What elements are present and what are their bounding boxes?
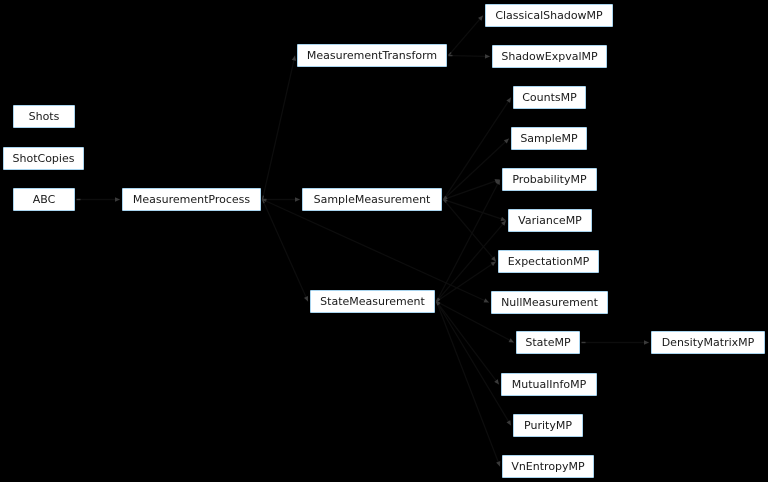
class-node-SampleMP[interactable]: SampleMP bbox=[511, 127, 587, 150]
inheritance-edge bbox=[448, 15, 484, 56]
inheritance-edge bbox=[435, 301, 501, 467]
inheritance-edge bbox=[261, 199, 309, 302]
class-node-ShadowExpvalMP[interactable]: ShadowExpvalMP bbox=[492, 45, 607, 68]
inheritance-edge bbox=[291, 55, 297, 61]
class-node-NullMeasurement[interactable]: NullMeasurement bbox=[491, 291, 608, 314]
class-node-VarianceMP[interactable]: VarianceMP bbox=[508, 209, 592, 232]
inheritance-edge bbox=[448, 54, 491, 58]
inheritance-edge bbox=[436, 301, 500, 385]
inheritance-edge bbox=[490, 261, 496, 267]
inheritance-edge bbox=[303, 296, 308, 302]
class-node-ClassicalShadowMP[interactable]: ClassicalShadowMP bbox=[485, 4, 613, 27]
class-node-CountsMP[interactable]: CountsMP bbox=[513, 86, 586, 109]
inheritance-edge bbox=[435, 179, 501, 302]
class-node-StateMP[interactable]: StateMP bbox=[516, 331, 580, 354]
inheritance-edge bbox=[435, 301, 439, 306]
inheritance-edge bbox=[261, 55, 296, 200]
class-node-ShotCopies[interactable]: ShotCopies bbox=[3, 147, 84, 170]
inheritance-edge bbox=[443, 178, 501, 201]
inheritance-edge bbox=[494, 179, 500, 184]
class-node-PurityMP[interactable]: PurityMP bbox=[513, 414, 583, 437]
inheritance-edge bbox=[436, 300, 515, 344]
inheritance-edge bbox=[500, 216, 506, 221]
inheritance-edge bbox=[436, 261, 497, 302]
class-node-ProbabilityMP[interactable]: ProbabilityMP bbox=[502, 168, 597, 191]
inheritance-edge bbox=[443, 198, 507, 222]
class-node-ABC[interactable]: ABC bbox=[13, 188, 75, 211]
class-node-VnEntropyMP[interactable]: VnEntropyMP bbox=[502, 455, 594, 478]
inheritance-edge bbox=[496, 461, 501, 467]
inheritance-edge bbox=[443, 138, 510, 200]
inheritance-edge bbox=[503, 138, 509, 144]
inheritance-edge bbox=[115, 197, 120, 202]
class-node-MeasurementProcess[interactable]: MeasurementProcess bbox=[122, 188, 261, 211]
inheritance-edge bbox=[262, 198, 490, 304]
inheritance-edge bbox=[262, 198, 267, 202]
class-node-SampleMeasurement[interactable]: SampleMeasurement bbox=[302, 188, 442, 211]
inheritance-edge bbox=[435, 301, 512, 426]
inheritance-edge bbox=[436, 220, 507, 302]
inheritance-edge bbox=[508, 338, 514, 343]
class-node-DensityMatrixMP[interactable]: DensityMatrixMP bbox=[651, 331, 765, 354]
class-node-Shots[interactable]: Shots bbox=[13, 105, 75, 128]
class-node-StateMeasurement[interactable]: StateMeasurement bbox=[310, 290, 435, 313]
inheritance-edge bbox=[491, 256, 496, 262]
inheritance-edge bbox=[442, 97, 512, 200]
inheritance-edge bbox=[484, 54, 490, 59]
class-node-MeasurementTransform[interactable]: MeasurementTransform bbox=[297, 44, 447, 67]
inheritance-edge bbox=[495, 179, 500, 185]
inheritance-edge bbox=[506, 420, 511, 426]
inheritance-edge bbox=[644, 340, 649, 345]
inheritance-edge bbox=[501, 220, 506, 226]
class-node-MutualInfoMP[interactable]: MutualInfoMP bbox=[501, 373, 597, 396]
inheritance-edge bbox=[295, 197, 300, 202]
inheritance-edge bbox=[442, 199, 447, 204]
inheritance-edge bbox=[483, 298, 489, 303]
class-node-ExpectationMP[interactable]: ExpectationMP bbox=[498, 250, 599, 273]
inheritance-edge bbox=[506, 97, 511, 103]
inheritance-edge bbox=[478, 15, 483, 21]
inheritance-edge bbox=[494, 379, 499, 385]
inheritance-edge bbox=[443, 199, 497, 262]
